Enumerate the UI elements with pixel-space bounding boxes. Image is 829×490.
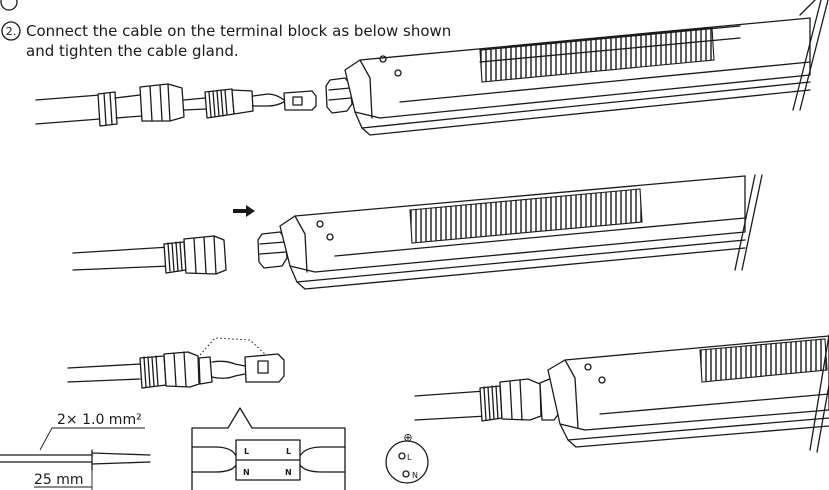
cable (72, 246, 171, 271)
cable (67, 363, 141, 383)
ground-icon: ⊕ (403, 431, 412, 444)
dotted-callout (199, 337, 266, 356)
pin-n (402, 470, 410, 478)
assembled-fixture-final (414, 334, 829, 453)
wire-stripping-detail: 2× 1.0 mm² 25 mm (0, 412, 151, 490)
step-instruction-line1: Connect the cable on the terminal block … (26, 22, 451, 40)
insulated-wire (0, 454, 93, 463)
cable-nut (97, 91, 118, 127)
step-instruction-line2: and tighten the cable gland. (26, 42, 239, 60)
terminal-label-l-left: L (244, 447, 249, 456)
screw-icon (379, 55, 387, 63)
terminal-label-n-right: N (285, 468, 292, 477)
assembled-connector-view (72, 231, 288, 275)
wiring-detail-connector (67, 337, 285, 389)
arrow-icon (233, 205, 255, 217)
terminal-label-n-left: N (243, 468, 250, 477)
terminal-label-l-right: L (286, 447, 291, 456)
cross-section-label: 2× 1.0 mm² (57, 412, 142, 428)
fixture-heatsink-grille (699, 338, 828, 383)
wire-left (191, 446, 237, 473)
screw-icon (598, 376, 606, 384)
strip-length-label: 25 mm (34, 472, 84, 488)
screw-icon (584, 363, 592, 371)
fixture-top (344, 0, 829, 136)
cable-gland (163, 351, 200, 388)
pin-socket-outline (385, 440, 429, 484)
terminal-box-outline (191, 407, 346, 490)
terminal-block-diagram: L L N N (191, 407, 346, 490)
pin-label-l: L (407, 453, 412, 462)
exploded-connector-view (35, 77, 353, 127)
terminal-block (244, 353, 285, 383)
screw-icon (394, 69, 402, 77)
cable (414, 390, 488, 421)
step-number-circle (1, 21, 21, 41)
cable (35, 94, 101, 125)
strip-length-dimension (34, 470, 93, 490)
fixture-middle (279, 174, 763, 290)
plug-connector (283, 90, 317, 111)
fixture-socket (325, 77, 353, 114)
cross-section-leader (39, 427, 145, 451)
pin-l (398, 452, 406, 460)
screw-icon (316, 220, 324, 228)
previous-step-circle (0, 0, 18, 11)
wire-right (299, 446, 346, 473)
pin-layout-diagram: ⊕ L N (385, 431, 429, 484)
screw-icon (326, 233, 334, 241)
fixture-heatsink-grille (409, 188, 643, 244)
step-number: 2. (6, 25, 17, 38)
fixture-heatsink-grille (479, 27, 715, 83)
step-header: 2. Connect the cable on the terminal blo… (0, 0, 451, 60)
pin-label-n: N (412, 471, 418, 480)
